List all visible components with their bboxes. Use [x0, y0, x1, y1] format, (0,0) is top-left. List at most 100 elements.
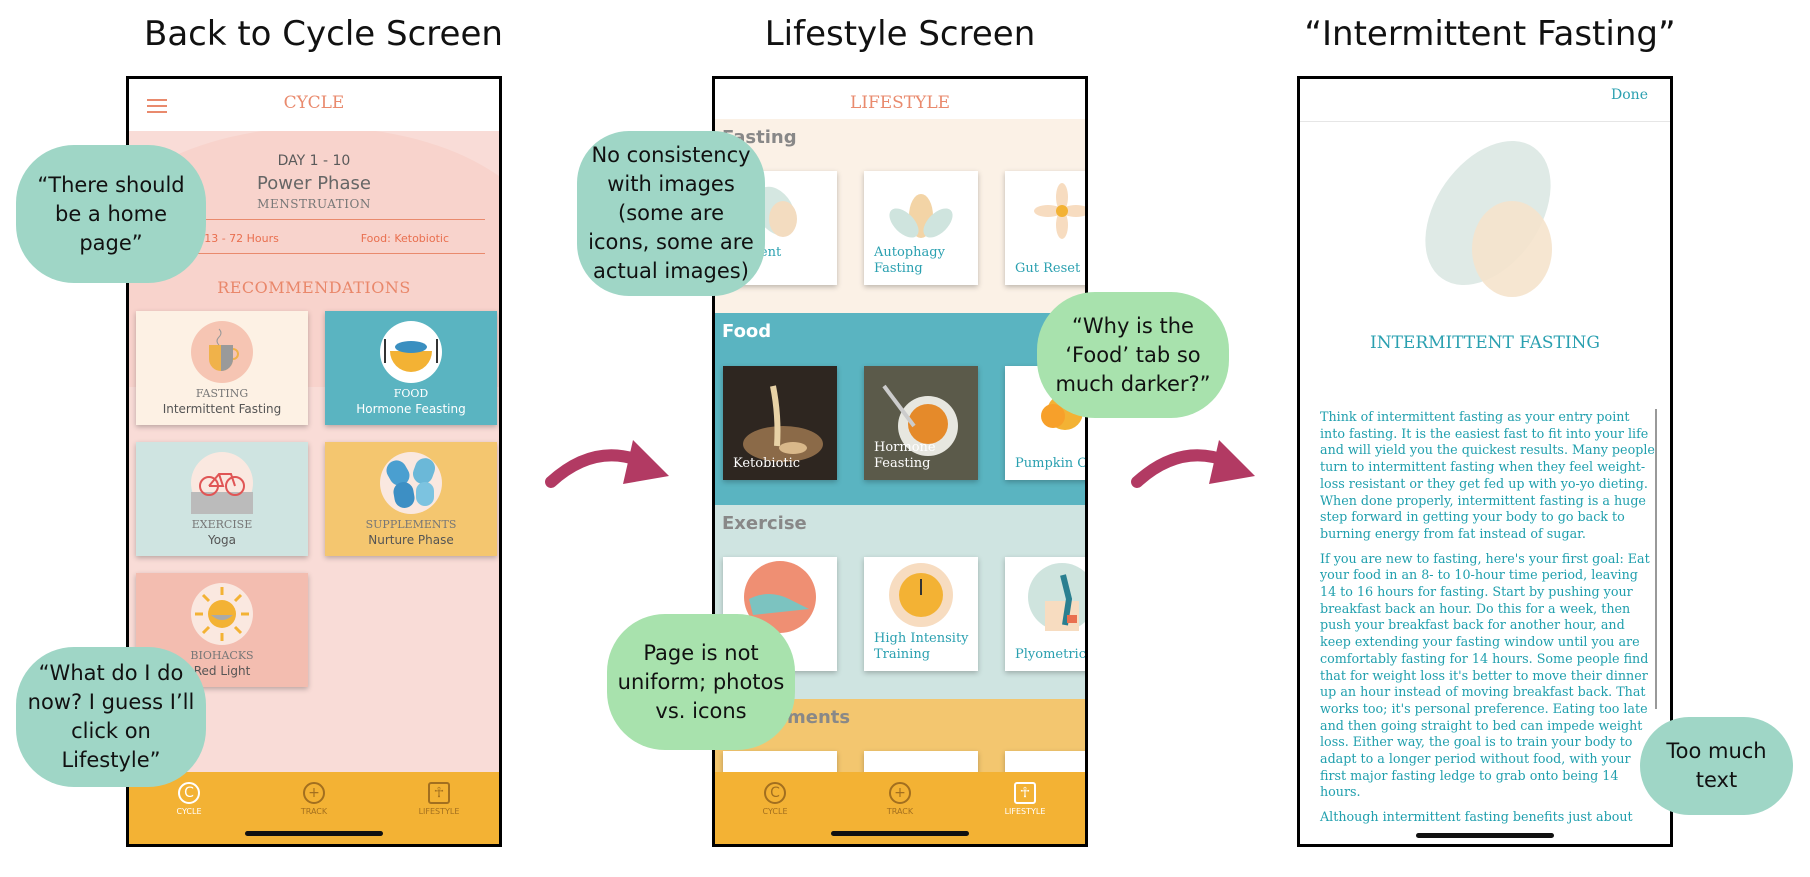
pasta-photo: [723, 366, 837, 480]
card-name: Intermittent Fasting: [162, 402, 282, 416]
tile-label: Training: [874, 647, 931, 662]
home-indicator: [831, 831, 969, 836]
comment-bubble-too-much-text: Too much text: [1640, 717, 1793, 815]
tile-label: Hormone: [874, 440, 936, 455]
title-cycle-screen: Back to Cycle Screen: [144, 14, 503, 54]
detail-topbar: Done: [1300, 79, 1670, 122]
tab-label: TRACK: [886, 807, 914, 816]
fasting-info: : 13 - 72 Hours: [197, 232, 279, 245]
fasting-detail-phone: Done INTERMITTENT FASTING Think of inter…: [1297, 76, 1673, 847]
card-category: BIOHACKS: [190, 649, 254, 662]
fasting-title: INTERMITTENT FASTING: [1369, 333, 1601, 353]
sun-icon: [191, 583, 253, 645]
divider: [197, 253, 485, 254]
cycle-day: DAY 1 - 10: [277, 153, 351, 169]
cycle-icon: C: [178, 782, 200, 804]
person-icon: ☥: [1014, 782, 1036, 804]
card-category: SUPPLEMENTS: [365, 518, 457, 531]
comment-bubble-consistency: No consistency with images (some are ico…: [577, 131, 765, 296]
lifestyle-phone: LIFESTYLE Fasting mittenting AutophagyFa…: [712, 76, 1088, 847]
title-fasting-screen: “Intermittent Fasting”: [1304, 14, 1676, 54]
tab-label: LIFESTYLE: [418, 807, 460, 816]
card-name: Yoga: [207, 533, 237, 547]
cycle-subphase: MENSTRUATION: [257, 197, 371, 211]
article-paragraph: Think of intermittent fasting as your en…: [1320, 409, 1655, 541]
food-bowl-icon: [380, 321, 442, 383]
plus-icon: +: [889, 782, 911, 804]
home-indicator: [245, 831, 383, 836]
card-category: FOOD: [393, 387, 429, 400]
person-icon: ☥: [428, 782, 450, 804]
tab-bar: C CYCLE + TRACK ☥ LIFESTYLE: [715, 772, 1085, 844]
tile-plyometric[interactable]: Plyometric: [1005, 557, 1086, 671]
plus-icon: +: [303, 782, 325, 804]
cycle-header: CYCLE: [283, 93, 345, 113]
card-fasting[interactable]: FASTING Intermittent Fasting: [136, 311, 308, 425]
cycle-phase: Power Phase: [257, 173, 371, 194]
tab-label: LIFESTYLE: [1004, 807, 1046, 816]
tile-label: Ketobiotic: [733, 456, 801, 471]
coffee-cup-icon: [191, 321, 253, 383]
article-paragraph-cutoff: Although intermittent fasting benefits j…: [1320, 809, 1633, 825]
card-supplements[interactable]: SUPPLEMENTS Nurture Phase: [325, 442, 497, 556]
card-category: EXERCISE: [191, 518, 253, 531]
done-button[interactable]: Done: [1611, 87, 1648, 103]
comment-bubble-what-now: “What do I do now? I guess I’ll click on…: [16, 647, 206, 787]
tile-label: Fasting: [874, 261, 923, 276]
flower-icon: [1034, 183, 1085, 239]
tile-label: Feasting: [874, 456, 931, 471]
shoe-icon: [744, 561, 816, 633]
soup-photo: [864, 366, 978, 480]
home-indicator: [1416, 833, 1554, 838]
pills-icon: [380, 452, 442, 514]
tab-label: TRACK: [300, 807, 328, 816]
food-info: Food: Ketobiotic: [360, 232, 449, 245]
card-category: FASTING: [195, 387, 249, 400]
comment-bubble-home: “There should be a home page”: [16, 145, 206, 283]
card-exercise[interactable]: EXERCISE Yoga: [136, 442, 308, 556]
tile-gut-reset[interactable]: Gut Reset F: [1005, 171, 1088, 285]
leaf-illustration: [1425, 140, 1552, 297]
lifestyle-header: LIFESTYLE: [849, 93, 951, 113]
card-name: Hormone Feasting: [356, 402, 466, 416]
scrollbar[interactable]: [1655, 409, 1657, 709]
tab-label: CYCLE: [176, 807, 202, 816]
comment-bubble-uniform: Page is not uniform; photos vs. icons: [607, 614, 795, 750]
tab-track[interactable]: + TRACK: [284, 782, 344, 816]
arrow-right-icon: [1131, 440, 1255, 488]
tab-cycle[interactable]: C CYCLE: [745, 782, 805, 816]
tab-bar: C CYCLE + TRACK ☥ LIFESTYLE: [129, 772, 499, 844]
cycle-icon: C: [764, 782, 786, 804]
card-name: Red Light: [193, 664, 251, 678]
tab-track[interactable]: + TRACK: [870, 782, 930, 816]
tab-lifestyle[interactable]: ☥ LIFESTYLE: [409, 782, 469, 816]
lotus-icon: [889, 194, 953, 238]
card-name: Nurture Phase: [368, 533, 454, 547]
title-lifestyle-screen: Lifestyle Screen: [764, 14, 1036, 54]
tile-label: Pumpkin C: [1015, 456, 1088, 471]
recommendations-heading: RECOMMENDATIONS: [217, 278, 411, 297]
section-label: Exercise: [722, 513, 807, 534]
stopwatch-icon: [889, 563, 953, 627]
tile-ketobiotic[interactable]: Ketobiotic: [723, 366, 837, 480]
arrow-right-icon: [545, 440, 669, 488]
section-label: ments: [787, 707, 851, 728]
fasting-article: Think of intermittent fasting as your en…: [1320, 409, 1656, 834]
tile-label: Autophagy: [874, 245, 945, 260]
bicycle-icon: [191, 452, 253, 514]
hamburger-menu-icon[interactable]: [147, 99, 167, 113]
tab-lifestyle[interactable]: ☥ LIFESTYLE: [995, 782, 1055, 816]
card-food[interactable]: FOOD Hormone Feasting: [325, 311, 497, 425]
tab-cycle[interactable]: C CYCLE: [159, 782, 219, 816]
tile-label: Gut Reset F: [1015, 261, 1088, 276]
divider: [197, 219, 485, 220]
cycle-topbar: CYCLE: [129, 79, 499, 131]
tab-label: CYCLE: [762, 807, 788, 816]
tile-label: High Intensity: [874, 631, 969, 646]
tile-label: Plyometric: [1015, 647, 1086, 662]
